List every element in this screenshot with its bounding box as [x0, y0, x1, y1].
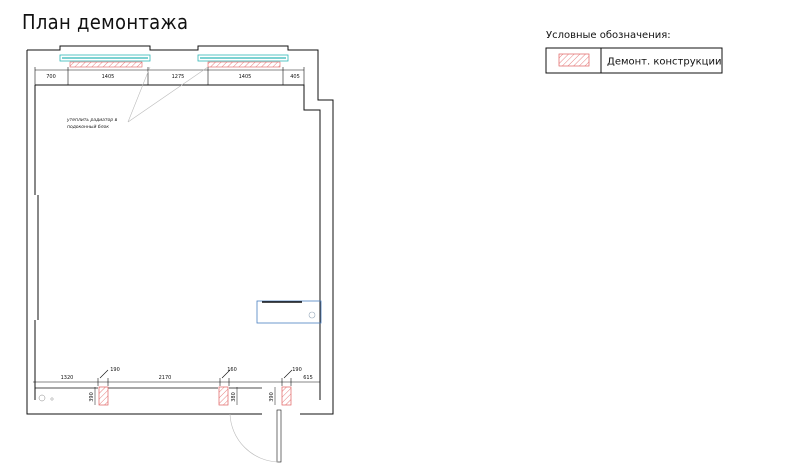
dim-top-5: 405 [290, 74, 300, 80]
dim-top-1: 700 [46, 74, 56, 80]
dim-bottom-4: 160 [227, 367, 237, 373]
bottom-dimension-chain [33, 369, 321, 386]
annotation-leaders [127, 66, 209, 123]
dim-vertical-2: 380 [231, 392, 237, 402]
dim-bottom-6: 615 [303, 375, 313, 381]
demolition-blocks-bottom [98, 386, 292, 406]
top-dimension-chain [34, 67, 305, 85]
legend-title: Условные обозначения: [546, 30, 671, 41]
dim-bottom-5: 190 [292, 367, 302, 373]
legend-swatch-demolition [558, 53, 590, 67]
dim-bottom-1: 1320 [61, 375, 74, 381]
demolition-sill-right [207, 61, 281, 68]
window-left [59, 54, 151, 68]
outer-walls [26, 45, 334, 415]
dim-top-4: 1405 [239, 74, 252, 80]
dim-bottom-3: 2170 [159, 375, 172, 381]
legend-box: Демонт. конструкции [545, 47, 723, 74]
top-dimension-labels: 700 1405 1275 1405 405 [46, 74, 300, 80]
window-right [197, 54, 289, 68]
entrance-door [229, 409, 282, 463]
bottom-wall-details [34, 387, 262, 402]
dim-top-2: 1405 [102, 74, 115, 80]
vertical-dimensions: 390 380 390 [89, 387, 276, 405]
bath-fixture [256, 300, 322, 324]
page-title: План демонтажа [22, 10, 189, 34]
demolition-sill-left [69, 61, 143, 68]
bottom-dimension-labels: 1320 190 2170 160 190 615 [61, 367, 313, 381]
annotation-line-1: утеплить радиатор в [66, 118, 118, 123]
dim-vertical-1: 390 [89, 392, 95, 402]
legend-item-label: Демонт. конструкции [607, 57, 721, 68]
dim-vertical-3: 390 [269, 392, 275, 402]
dim-top-3: 1275 [172, 74, 185, 80]
annotation-line-2: подоконный блок [67, 124, 109, 130]
dim-bottom-2: 190 [110, 367, 120, 373]
